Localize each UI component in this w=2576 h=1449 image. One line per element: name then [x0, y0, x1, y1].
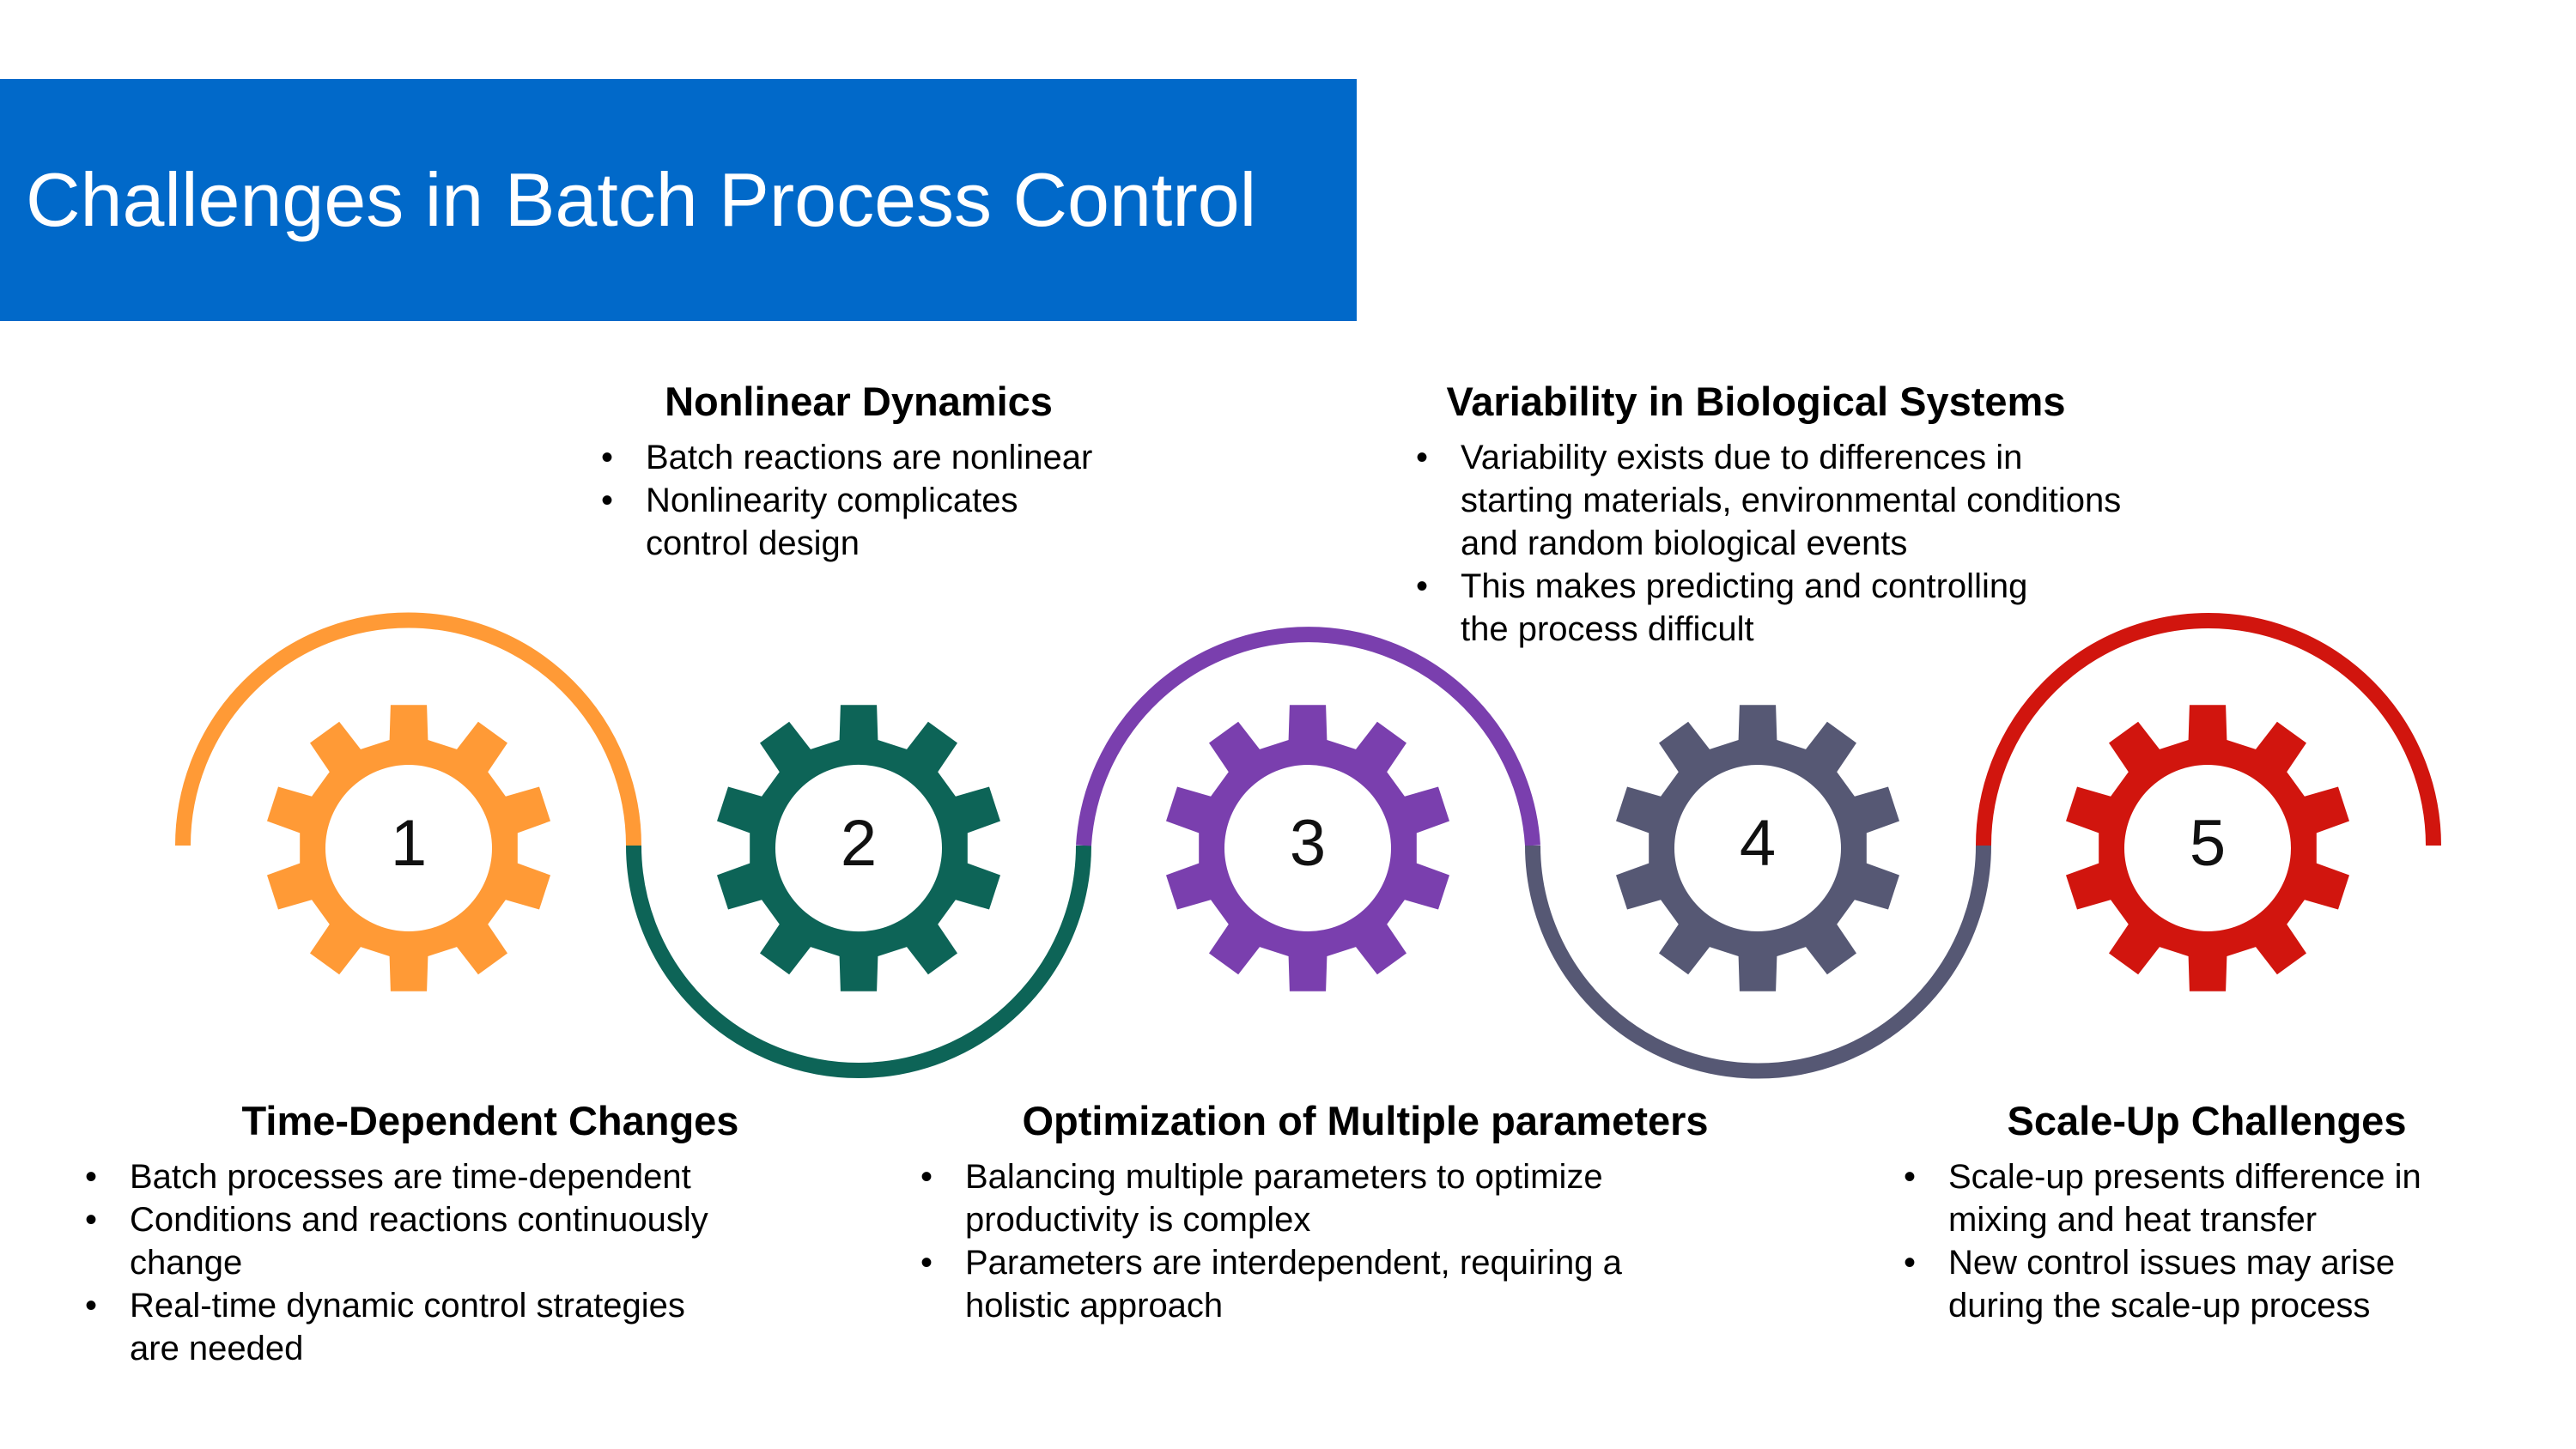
arc-4 [1525, 845, 1991, 1079]
gear-2-number: 2 [841, 807, 877, 880]
step-4-bullets: Variability exists due to differences in… [1413, 436, 2121, 651]
gear-4-number: 4 [1740, 807, 1776, 880]
gear-1-number: 1 [391, 807, 427, 880]
step-1-bullets: Batch processes are time-dependent Condi… [82, 1155, 734, 1370]
title-banner: Challenges in Batch Process Control [0, 79, 1357, 321]
gear-1: 1 [267, 705, 550, 991]
step-4-bullet-2: This makes predicting and controlling th… [1413, 565, 2079, 651]
step-1-bullet-1: Batch processes are time-dependent [82, 1155, 734, 1198]
step-5-bullet-2: New control issues may arise during the … [1900, 1241, 2464, 1327]
gear-2: 2 [717, 705, 1000, 991]
arc-3 [1076, 627, 1540, 846]
gear-3-icon [1166, 705, 1449, 991]
step-2-block: Nonlinear Dynamics Batch reactions are n… [598, 379, 1156, 565]
gear-5-icon [2066, 705, 2349, 991]
step-2-bullet-2: Nonlinearity complicates control design [598, 479, 1049, 565]
arc-1 [175, 612, 641, 846]
step-3-heading: Optimization of Multiple parameters [1022, 1098, 1709, 1143]
gear-2-icon [717, 705, 1000, 991]
step-4-bullet-1: Variability exists due to differences in… [1413, 436, 2130, 565]
gear-3: 3 [1166, 705, 1449, 991]
arc-2 [626, 845, 1091, 1078]
step-1-block: Time-Dependent Changes Batch processes a… [82, 1099, 738, 1370]
step-2-bullet-1: Batch reactions are nonlinear [598, 436, 1156, 479]
step-3-bullet-1: Balancing multiple parameters to optimiz… [917, 1155, 1643, 1241]
step-4-heading: Variability in Biological Systems [1446, 379, 2066, 424]
gear-5-number: 5 [2190, 807, 2226, 880]
slide-title: Challenges in Batch Process Control [26, 157, 1257, 242]
gear-4-icon [1616, 705, 1899, 991]
step-5-bullet-1: Scale-up presents difference in mixing a… [1900, 1155, 2506, 1241]
step-4-block: Variability in Biological Systems Variab… [1413, 379, 2121, 651]
step-1-bullet-2: Conditions and reactions continuously ch… [82, 1198, 734, 1284]
gear-4: 4 [1616, 705, 1899, 991]
step-3-block: Optimization of Multiple parameters Bala… [917, 1099, 1709, 1327]
step-5-block: Scale-Up Challenges Scale-up presents di… [1900, 1099, 2518, 1327]
step-1-heading: Time-Dependent Changes [241, 1098, 739, 1143]
arc-5 [1976, 613, 2441, 846]
step-5-heading: Scale-Up Challenges [2007, 1098, 2407, 1143]
step-1-bullet-3: Real-time dynamic control strategies are… [82, 1284, 734, 1370]
step-2-heading: Nonlinear Dynamics [665, 379, 1053, 424]
gear-3-number: 3 [1290, 807, 1326, 880]
gear-5: 5 [2066, 705, 2349, 991]
step-3-bullet-2: Parameters are interdependent, requiring… [917, 1241, 1678, 1327]
gear-1-icon [267, 705, 550, 991]
step-3-bullets: Balancing multiple parameters to optimiz… [917, 1155, 1690, 1327]
step-2-bullets: Batch reactions are nonlinear Nonlineari… [598, 436, 1156, 565]
step-5-bullets: Scale-up presents difference in mixing a… [1900, 1155, 2518, 1327]
